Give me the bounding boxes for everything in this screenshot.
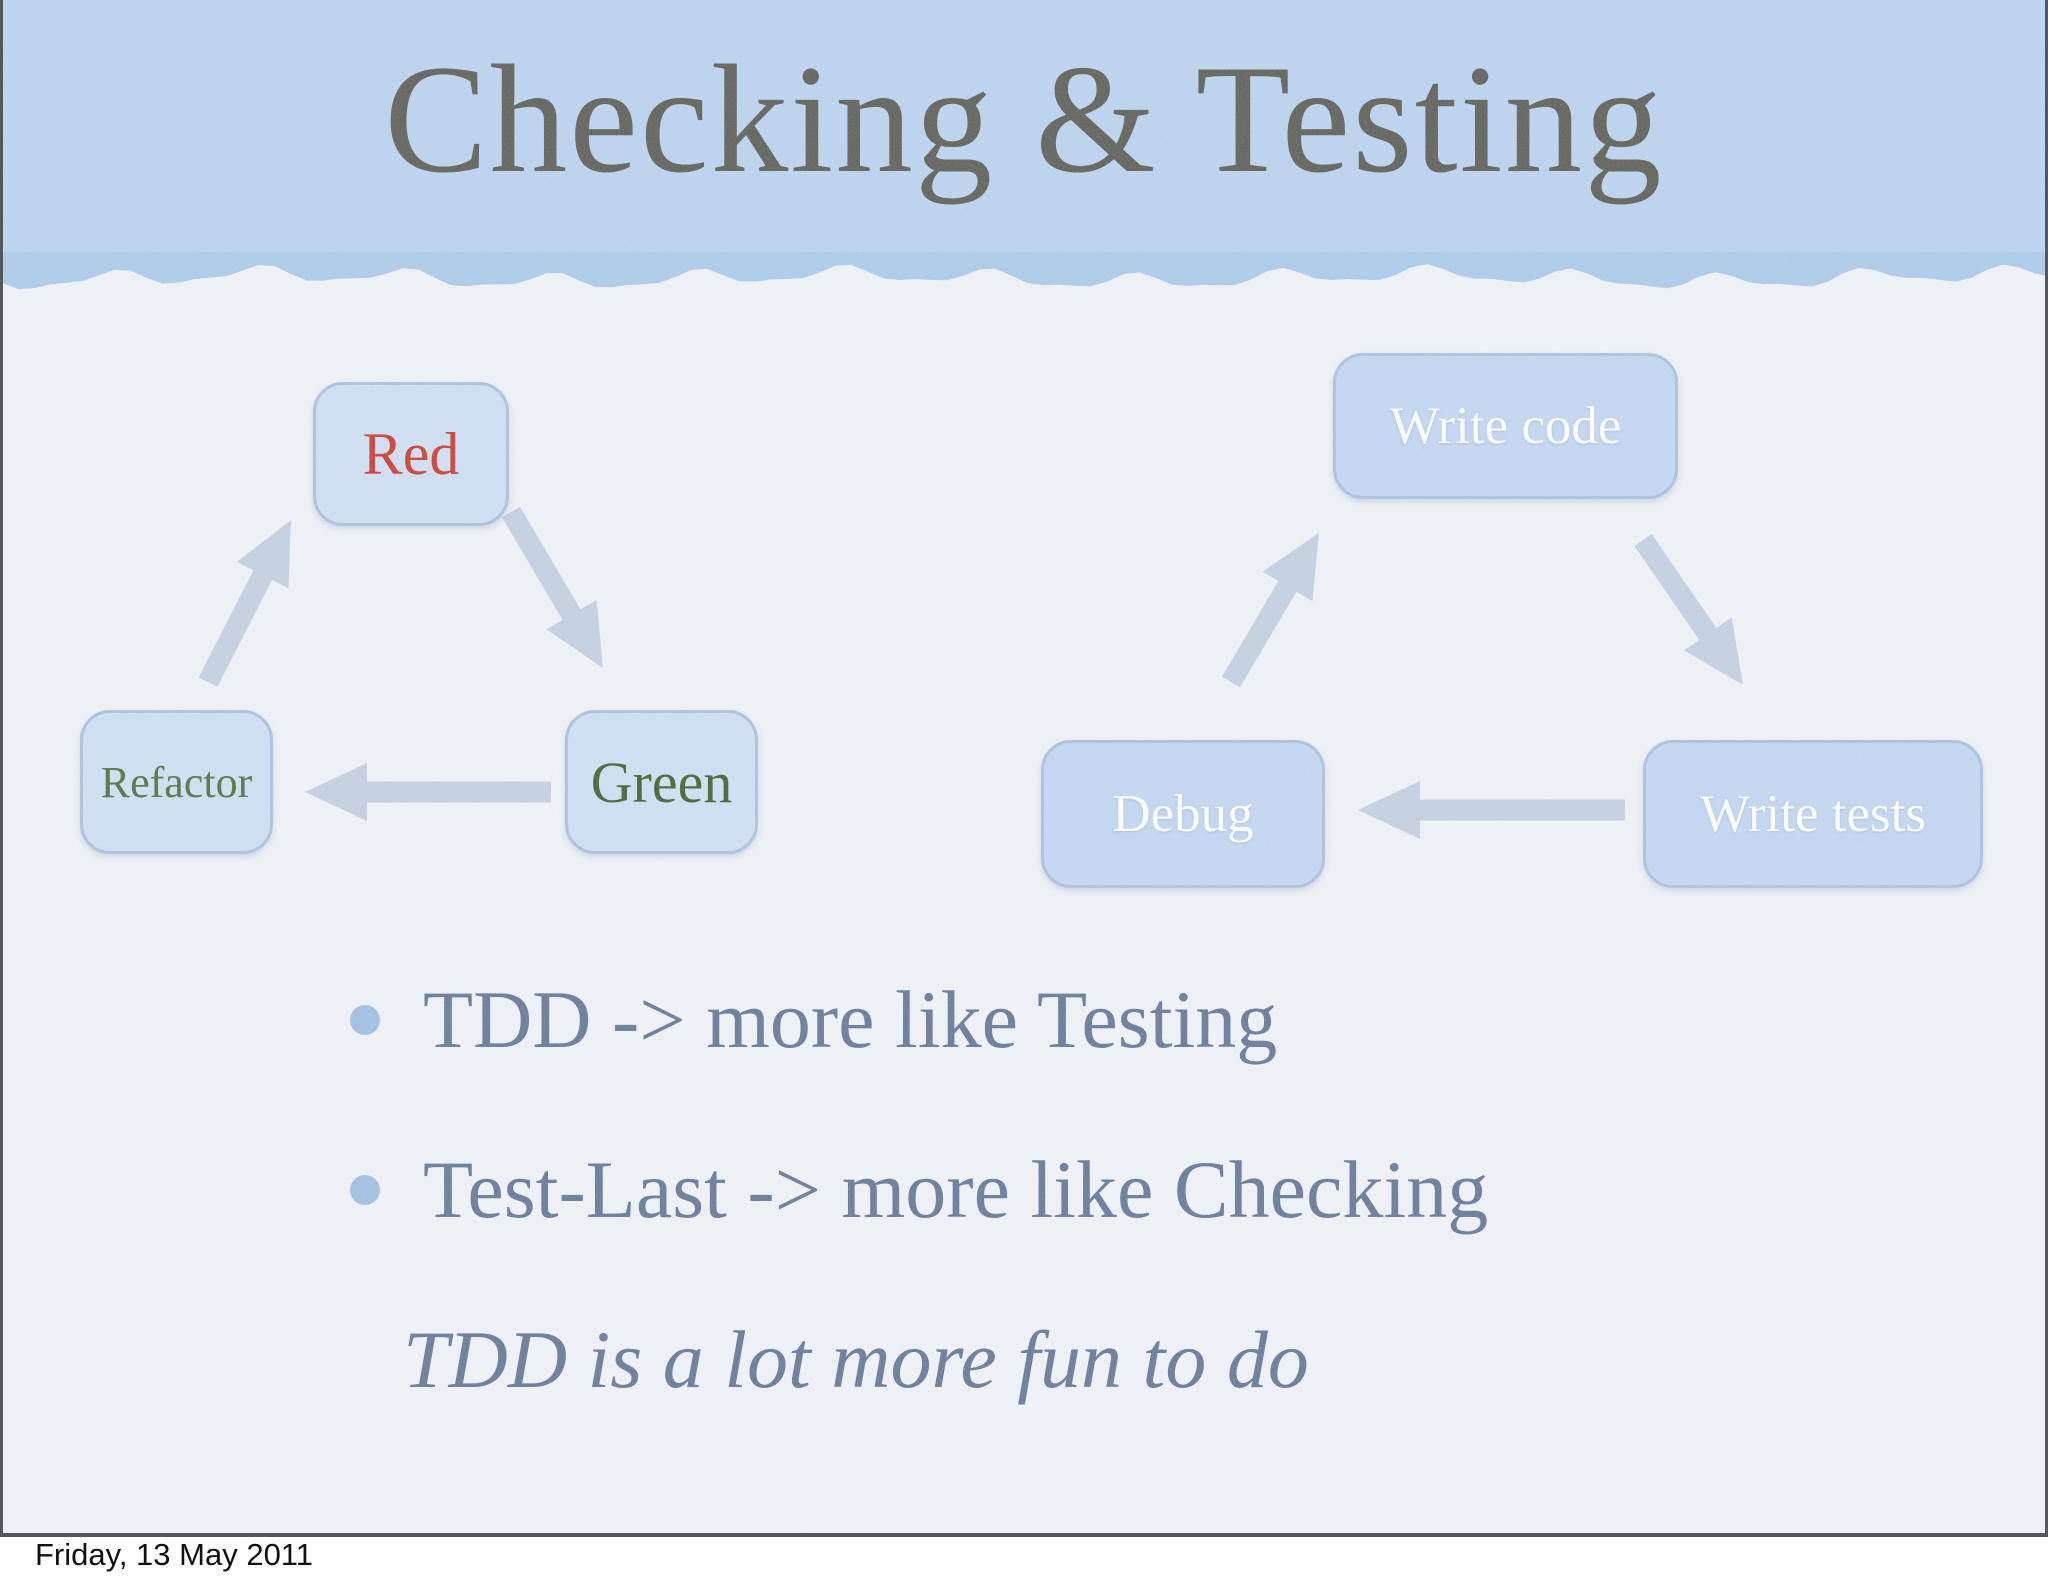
slide: Checking & Testing Red Green Refactor Wr… [0, 0, 2048, 1537]
bullet-item: Test-Last -> more like Checking [350, 1133, 1488, 1247]
tdd-node-green-label: Green [590, 749, 733, 815]
footer-date-bar: Friday, 13 May 2011 [0, 1537, 2048, 1576]
header-torn-edge [3, 252, 2045, 290]
arrow-green-to-refactor [305, 763, 551, 821]
test-last-node-debug-label: Debug [1112, 785, 1254, 843]
arrow-red-to-green [502, 506, 603, 668]
tdd-node-refactor-label: Refactor [100, 757, 253, 807]
arrow-refactor-to-red [198, 520, 291, 687]
arrow-write-code-to-write-tests [1634, 534, 1743, 685]
test-last-node-write-tests: Write tests [1643, 740, 1983, 888]
bullet-dot-icon [350, 1005, 380, 1035]
bullet-text: Test-Last -> more like Checking [423, 1144, 1489, 1235]
footnote: TDD is a lot more fun to do [403, 1303, 1309, 1417]
tdd-node-refactor: Refactor [80, 710, 273, 854]
slide-title: Checking & Testing [384, 33, 1664, 205]
bullet-text: TDD -> more like Testing [423, 974, 1278, 1065]
tdd-node-red-label: Red [362, 420, 460, 487]
arrow-debug-to-write-code [1222, 533, 1319, 688]
test-last-node-write-code: Write code [1333, 353, 1678, 499]
test-last-node-debug: Debug [1041, 740, 1325, 888]
bullet-item: TDD -> more like Testing [350, 963, 1277, 1077]
test-last-node-write-code-label: Write code [1389, 397, 1622, 455]
arrow-write-tests-to-debug [1358, 781, 1625, 839]
bullet-dot-icon [350, 1175, 380, 1205]
tdd-node-red: Red [313, 382, 509, 526]
tdd-node-green: Green [565, 710, 758, 854]
test-last-node-write-tests-label: Write tests [1699, 785, 1926, 843]
footnote-text: TDD is a lot more fun to do [403, 1314, 1309, 1405]
footer-date: Friday, 13 May 2011 [35, 1537, 313, 1572]
